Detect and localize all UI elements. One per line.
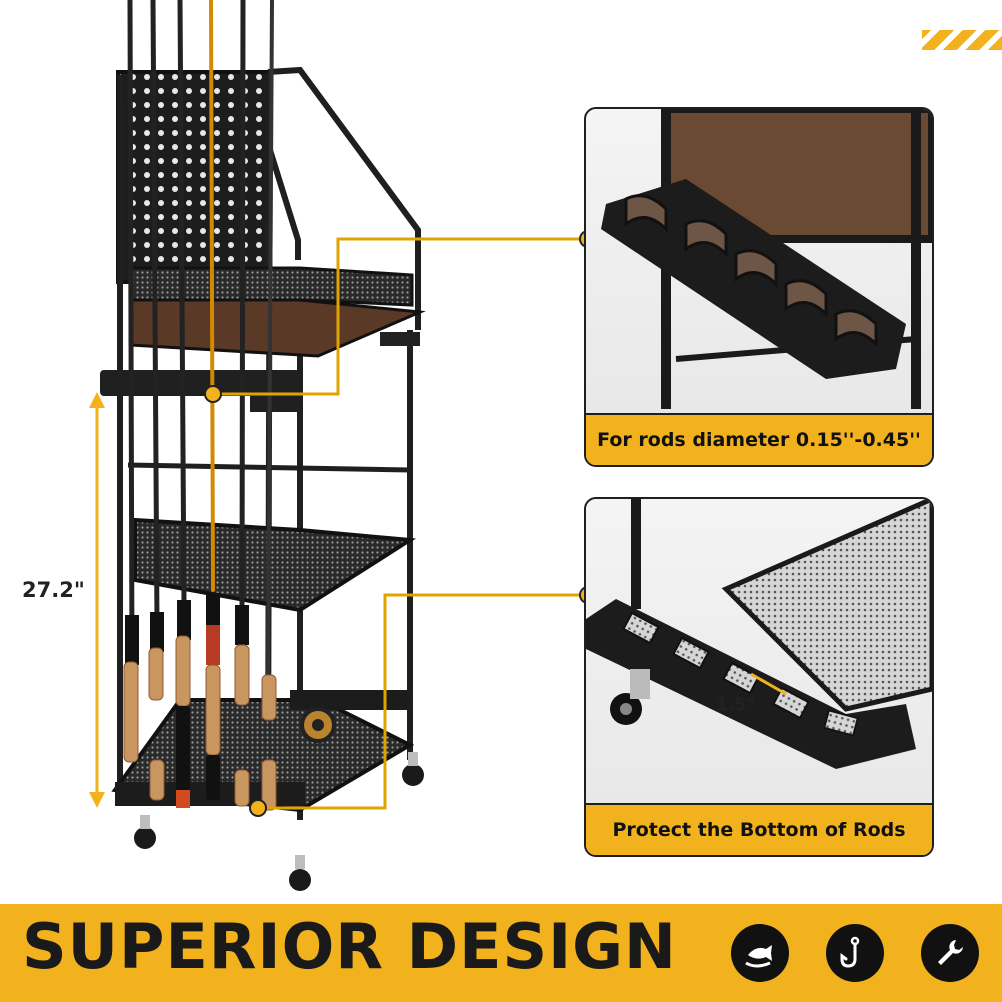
wrench-icon [921,924,979,982]
slot-spacing-label: 1.5" [716,695,755,715]
upper-rod-holder [100,370,300,396]
fish-in-hand-icon [731,924,789,982]
bottom-banner: SUPERIOR DESIGN [0,904,1002,1002]
detail-panel-rod-holder: For rods diameter 0.15''-0.45'' [584,107,934,467]
pegboard [116,70,272,284]
detail-panel-bottom-tray: 1.5" Protect the Bottom of Rods [584,497,934,857]
fishing-hook-icon [826,924,884,982]
callout-dot-bottom-tray [249,799,267,817]
height-dimension-marker [89,392,105,808]
accent-stripes [922,30,1002,50]
callout-dot-upper-holder [204,385,222,403]
height-dimension-label: 27.2" [22,578,85,602]
caption-rod-diameter: For rods diameter 0.15''-0.45'' [586,413,932,465]
rod-holder-closeup [601,109,932,409]
caption-protect-bottom: Protect the Bottom of Rods [586,803,932,855]
bottom-tray-closeup [586,499,932,769]
banner-title: SUPERIOR DESIGN [22,910,677,983]
